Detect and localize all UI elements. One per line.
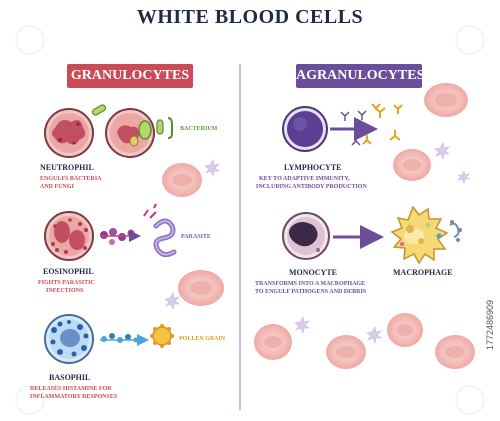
macrophage-cell (390, 205, 462, 265)
agranulocytes-header: AGRANULOCYTES (296, 64, 424, 88)
monocyte-desc-line2: TO ENGULF PATHOGENS AND DEBRIS (255, 289, 367, 295)
neutrophil-cell (44, 108, 94, 158)
monocyte-desc-line1: TRANSFORMS INTO A MACROPHAGE (255, 281, 366, 287)
page-title: WHITE BLOOD CELLS (136, 6, 364, 28)
basophil-name: BASOPHIL (49, 373, 91, 382)
antibodies (340, 110, 367, 146)
stock-watermark-id: 1772486909 (485, 300, 495, 351)
basophil-granules (101, 333, 139, 343)
eosinophil-name: EOSINOPHIL (43, 267, 94, 276)
parasite (143, 203, 177, 258)
neutrophil-desc-line1: ENGULFS BACTERIA (40, 176, 102, 182)
neutrophil-name: NEUTROPHIL (40, 163, 94, 172)
lymphocyte-desc-line1: KEY TO ADAPTIVE IMMUNITY, (259, 176, 350, 182)
platelets (164, 142, 470, 345)
neutrophil-engulfing-cell (105, 108, 155, 158)
eosinophil-desc-line1: FIGHTS PARASITIC (38, 280, 95, 286)
basophil-cell (44, 314, 94, 364)
monocyte-cell (282, 212, 330, 260)
neutrophil-desc-line2: AND FUNGI (40, 184, 74, 190)
red-blood-cells (162, 83, 475, 369)
basophil-desc-line2: INFLAMMATORY RESPONSES (30, 394, 118, 400)
lymphocyte-name: LYMPHOCYTE (284, 163, 342, 172)
pollen-grain (150, 324, 174, 348)
eosinophil-desc-line2: INFECTIONS (46, 288, 84, 294)
macrophage-name: MACROPHAGE (393, 268, 453, 277)
bacterium-label: BACTERIUM (180, 126, 218, 132)
lymphocyte-desc-line2: INCLUDING ANTIBODY PRODUCTION (256, 184, 367, 190)
antibodies-free (362, 103, 403, 145)
monocyte-name: MONOCYTE (289, 268, 337, 277)
granulocytes-header: GRANULOCYTES (67, 64, 193, 88)
pollen-grain-label: POLLEN GRAIN (179, 336, 226, 342)
eosinophil-cell (44, 211, 94, 261)
bacteria (91, 104, 173, 139)
parasite-label: PARASITE (181, 234, 211, 240)
basophil-desc-line1: RELEASES HISTAMINE FOR (30, 386, 112, 392)
lymphocyte-cell (282, 106, 328, 152)
